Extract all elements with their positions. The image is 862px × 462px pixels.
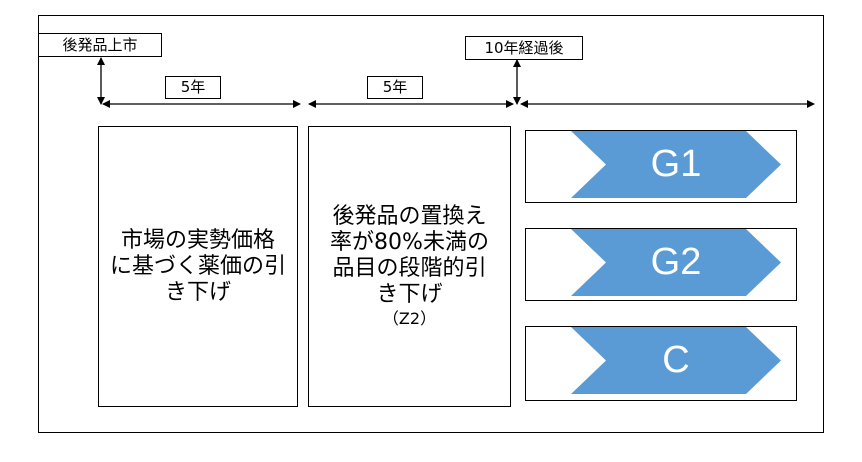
period1-label: 5年: [165, 76, 221, 99]
category-c-label: C: [662, 339, 690, 381]
category-g1-box: G1: [525, 130, 797, 203]
launch-label: 後発品上市: [38, 33, 162, 57]
market-price-reduction-box: 市場の実勢価格 に基づく薬価の引 き下げ: [98, 126, 298, 407]
category-g2-box: G2: [525, 228, 797, 301]
ten-years-label: 10年経過後: [465, 36, 583, 60]
category-c-box: C: [525, 326, 797, 401]
market-price-line-3: き下げ: [164, 279, 231, 305]
market-price-line-2: に基づく薬価の引: [109, 253, 286, 279]
category-c-chevron: [571, 327, 781, 394]
category-g1-label: G1: [650, 143, 702, 185]
diagram-frame: [38, 15, 824, 433]
substitution-rate-reduction-box: 後発品の置換え 率が80%未満の 品目の段階的引 き下げ （Z2）: [308, 126, 511, 407]
substitution-line-4: き下げ: [376, 281, 443, 307]
substitution-line-1: 後発品の置換え: [332, 203, 487, 229]
category-g2-chevron: [571, 229, 781, 296]
period2-label: 5年: [367, 76, 423, 99]
market-price-line-1: 市場の実勢価格: [120, 227, 275, 253]
substitution-line-3: 品目の段階的引: [332, 255, 487, 281]
category-g2-label: G2: [650, 241, 702, 283]
category-g1-chevron: [571, 131, 781, 198]
substitution-line-2: 率が80%未満の: [330, 229, 489, 255]
substitution-note: （Z2）: [382, 308, 437, 328]
